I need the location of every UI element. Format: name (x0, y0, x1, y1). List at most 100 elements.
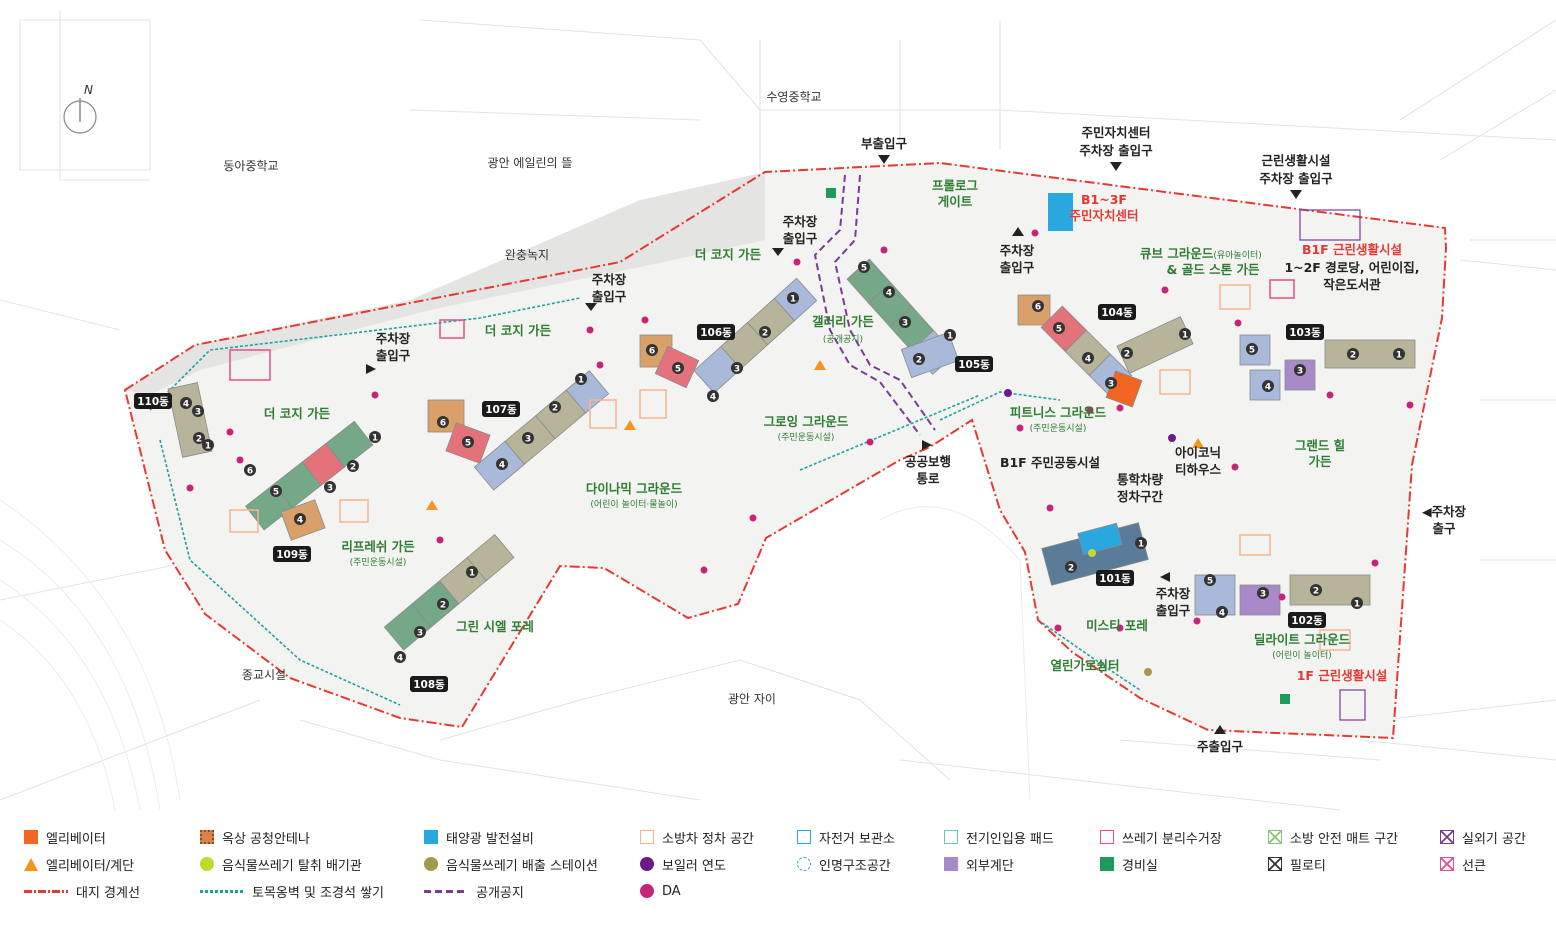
da-dots (186, 229, 1414, 632)
svg-text:2: 2 (440, 601, 446, 611)
line-number-circle: 6 (1032, 300, 1044, 313)
svg-text:4: 4 (886, 289, 892, 299)
legend-item-label: 쓰레기 분리수거장 (1122, 831, 1222, 847)
svg-text:출입구: 출입구 (1000, 260, 1035, 275)
electric-pad-icon (944, 830, 958, 844)
svg-text:N: N (84, 83, 93, 97)
site-boundary-line-icon (24, 889, 68, 893)
line-number-circle: 5 (1204, 574, 1216, 587)
svg-text:6: 6 (440, 419, 446, 429)
line-number-circle: 6 (244, 464, 256, 477)
building-tag-106: 106동 (697, 324, 735, 340)
legend-item: 필로티 (1268, 853, 1326, 875)
svg-text:106동: 106동 (700, 327, 732, 339)
svg-text:작은도서관: 작은도서관 (1323, 277, 1381, 292)
svg-text:5: 5 (273, 488, 279, 498)
legend-item: 옥상 공청안테나 (200, 826, 310, 848)
label-sub-entrance: 부출입구 (861, 136, 908, 151)
legend-item: 인명구조공간 (797, 853, 891, 875)
rescue-space-icon (797, 857, 811, 871)
svg-text:6: 6 (649, 347, 655, 357)
svg-text:2: 2 (916, 356, 922, 366)
svg-text:5: 5 (465, 439, 471, 449)
svg-text:게이트: 게이트 (938, 194, 973, 209)
line-number-circle: 2 (549, 401, 561, 414)
line-number-circle: 3 (192, 405, 204, 418)
svg-text:3: 3 (525, 435, 531, 445)
svg-text:5: 5 (1207, 577, 1213, 587)
line-number-circle: 2 (437, 598, 449, 611)
line-number-circle: 2 (1121, 347, 1133, 360)
line-number-circle: 3 (414, 626, 426, 639)
recycling-box-icon (1100, 830, 1114, 844)
svg-text:출입구: 출입구 (376, 348, 411, 363)
svg-text:주민자치센터: 주민자치센터 (1081, 125, 1150, 140)
legend-item-label: 실외기 공간 (1462, 831, 1526, 847)
svg-text:109동: 109동 (276, 549, 308, 561)
svg-text:1~2F 경로당, 어린이집,: 1~2F 경로당, 어린이집, (1284, 260, 1419, 275)
legend-item: 토목옹벽 및 조경석 쌓기 (200, 880, 384, 902)
safety-mat-icon (1268, 830, 1282, 844)
building-tag-101: 101동 (1096, 570, 1134, 586)
svg-text:5: 5 (1056, 325, 1062, 335)
svg-text:4: 4 (397, 654, 403, 664)
line-number-circle: 4 (180, 397, 192, 410)
legend-item-label: 선큰 (1462, 858, 1486, 874)
svg-text:6: 6 (1035, 303, 1041, 313)
svg-text:출입구: 출입구 (592, 289, 627, 304)
boiler-flue-icon (640, 857, 654, 871)
svg-text:4: 4 (183, 400, 189, 410)
svg-text:더 코지 가든: 더 코지 가든 (485, 323, 552, 338)
svg-text:리프레쉬 가든: 리프레쉬 가든 (341, 539, 415, 554)
retaining-wall-line (799, 394, 981, 471)
label-gwangan-xi: 광안 자이 (728, 692, 776, 706)
legend-item: 태양광 발전설비 (424, 826, 534, 848)
svg-text:출입구: 출입구 (1156, 603, 1191, 618)
svg-text:101동: 101동 (1099, 573, 1131, 585)
svg-text:2: 2 (552, 404, 558, 414)
line-number-circle: 2 (193, 432, 205, 445)
svg-text:B1~3F: B1~3F (1081, 192, 1127, 207)
svg-text:티하우스: 티하우스 (1175, 462, 1222, 477)
legend-item: 공개공지 (424, 880, 524, 902)
svg-text:통학차량: 통학차량 (1117, 472, 1164, 487)
buffer-green-band (125, 172, 765, 395)
svg-text:1: 1 (1396, 351, 1402, 361)
legend-item: 보일러 연도 (640, 853, 726, 875)
food-waste-station-icon (424, 857, 438, 871)
svg-text:가든: 가든 (1308, 454, 1332, 469)
label-donga-school: 동아중학교 (223, 159, 278, 173)
svg-text:주차장: 주차장 (376, 331, 411, 346)
building-tag-104: 104동 (1098, 304, 1136, 320)
legend-item: 음식물쓰레기 배출 스테이션 (424, 853, 598, 875)
svg-text:B1F 근린생활시설: B1F 근린생활시설 (1302, 242, 1402, 257)
entrance-labels: 부출입구 주민자치센터 주차장 출입구 근린생활시설 주차장 출입구 주차장 출… (366, 125, 1467, 754)
legend-item: 경비실 (1100, 853, 1158, 875)
svg-text:3: 3 (327, 484, 333, 494)
svg-text:3: 3 (195, 408, 201, 418)
building-tag-109: 109동 (273, 546, 311, 562)
svg-text:1: 1 (578, 376, 584, 386)
label-buffer-green: 완충녹지 (505, 248, 549, 262)
svg-text:2: 2 (762, 329, 768, 339)
line-number-circle: 2 (347, 460, 359, 473)
svg-text:더 코지 가든: 더 코지 가든 (695, 247, 762, 262)
svg-text:미스티 포레: 미스티 포레 (1086, 618, 1148, 633)
svg-text:출구: 출구 (1432, 521, 1456, 536)
svg-text:1: 1 (790, 295, 796, 305)
legend-item-label: 공개공지 (476, 885, 524, 901)
svg-text:1: 1 (1138, 540, 1144, 550)
legend-item-label: 자전거 보관소 (819, 831, 895, 847)
svg-text:아이코닉: 아이코닉 (1175, 445, 1221, 460)
guard-house-icon (1100, 857, 1114, 871)
facility-markers (229, 188, 1366, 721)
svg-text:105동: 105동 (958, 359, 990, 371)
svg-text:그린 시엘 포레: 그린 시엘 포레 (456, 619, 534, 634)
line-number-circle: 3 (324, 481, 336, 494)
legend-item-label: 보일러 연도 (662, 858, 726, 874)
line-number-circle: 1 (944, 329, 956, 342)
svg-text:1: 1 (1182, 331, 1188, 341)
legend-item: 엘리베이터 (24, 826, 106, 848)
label-religious-facility: 종교시설 (242, 668, 286, 682)
